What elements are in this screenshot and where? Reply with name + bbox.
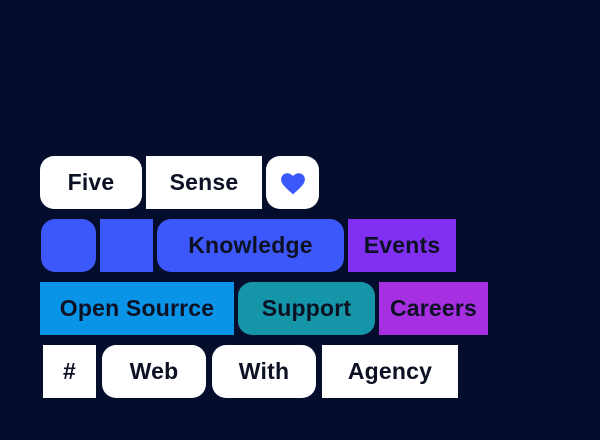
blank-blue-tile-square[interactable] <box>100 219 153 272</box>
tag-with[interactable]: With <box>212 345 316 398</box>
tag-web[interactable]: Web <box>102 345 206 398</box>
tag-hash[interactable]: # <box>43 345 96 398</box>
tag-careers[interactable]: Careers <box>379 282 488 335</box>
tag-sense[interactable]: Sense <box>146 156 262 209</box>
tag-row-2: Knowledge Events <box>41 219 488 272</box>
tag-five[interactable]: Five <box>40 156 142 209</box>
tag-agency[interactable]: Agency <box>322 345 458 398</box>
blank-blue-tile-rounded[interactable] <box>41 219 96 272</box>
tag-row-1: Five Sense <box>40 156 488 209</box>
heart-button[interactable] <box>266 156 319 209</box>
tag-open-source[interactable]: Open Sourrce <box>40 282 234 335</box>
tag-cloud: Five Sense Knowledge Events Open Sourrce… <box>40 156 488 398</box>
tag-support[interactable]: Support <box>238 282 375 335</box>
tag-events[interactable]: Events <box>348 219 456 272</box>
tag-row-4: # Web With Agency <box>43 345 488 398</box>
tag-knowledge[interactable]: Knowledge <box>157 219 344 272</box>
tag-row-3: Open Sourrce Support Careers <box>40 282 488 335</box>
heart-icon <box>280 172 305 194</box>
